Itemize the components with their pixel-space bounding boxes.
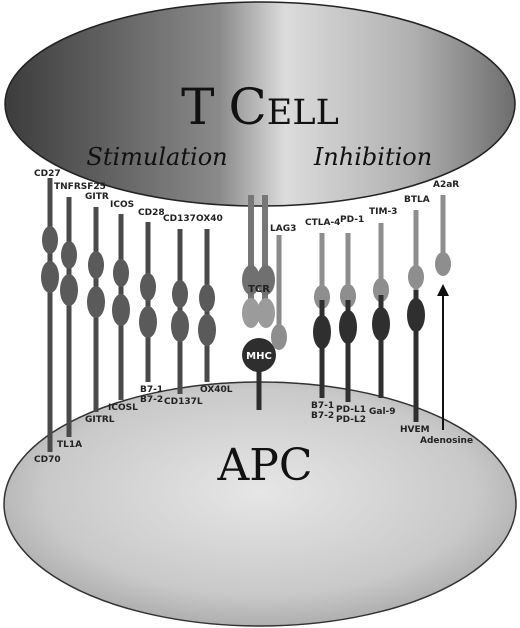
ox40-ligand-bead <box>198 314 216 346</box>
gitr-ligand-bead <box>87 286 105 318</box>
apc-cell <box>3 381 517 627</box>
cd27-ligand-bead <box>41 261 59 293</box>
tl1a-ligand-label: TL1A <box>57 440 82 450</box>
cd28-ligand-bead <box>139 306 157 338</box>
mhc-label: MHC <box>246 351 272 362</box>
tcell <box>4 1 516 207</box>
b7-2-ligand-label: B7-2 <box>140 395 163 405</box>
cd28-receptor-bead <box>140 273 156 301</box>
tcr-upper-bead-right <box>257 265 275 295</box>
btla-receptor-bead <box>408 265 424 289</box>
pd-1-receptor-bead <box>340 284 356 308</box>
btla-ligand-bead <box>407 298 425 332</box>
gal-9-ligand-label: Gal-9 <box>369 407 396 417</box>
ox40l-ligand-label: OX40L <box>200 385 233 395</box>
ctla-4-receptor-bead <box>314 285 330 309</box>
gitrl-ligand-label: GITRL <box>85 415 115 425</box>
cd70-ligand-label: CD70 <box>34 455 61 465</box>
tcr-mhc-complex: TCR MHC LAG3 <box>242 195 296 410</box>
pd-1-receptor-label: PD-1 <box>340 215 364 225</box>
tnfrsf25-ligand-bead <box>60 274 78 306</box>
hvem-ligand-label: HVEM <box>400 425 430 435</box>
cd27-receptor-label: CD27 <box>34 169 61 179</box>
inhibition-label: Inhibition <box>313 143 432 171</box>
icosl-ligand-label: ICOSL <box>108 403 138 413</box>
tim-3-receptor-label: TIM-3 <box>369 207 397 217</box>
tim-3-receptor-bead <box>373 278 389 302</box>
cd137-ligand-bead <box>171 310 189 342</box>
cd28-receptor-label: CD28 <box>138 208 165 218</box>
b7-2-ligand-label: B7-2 <box>311 411 334 421</box>
adenosine-ligand-label: Adenosine <box>420 436 473 446</box>
tcr-label: TCR <box>248 284 270 295</box>
gitr-receptor-label: GITR <box>85 192 109 202</box>
tcr-lower-bead-right <box>257 298 275 328</box>
lag3-label: LAG3 <box>270 224 296 234</box>
icos-receptor-label: ICOS <box>110 200 134 210</box>
a2ar-receptor-bead <box>435 252 451 276</box>
gitr-receptor-bead <box>88 251 104 279</box>
tnfrsf25-receptor-bead <box>61 241 77 269</box>
cd137-receptor-label: CD137 <box>163 214 196 224</box>
cd27-receptor-bead <box>42 226 58 254</box>
tcell-title: T Cell <box>181 78 339 136</box>
tim-3-ligand-bead <box>372 307 390 341</box>
b7-1-ligand-label: B7-1 <box>311 401 334 411</box>
pd-l1-ligand-label: PD-L1 <box>336 405 366 415</box>
tcr-upper-bead-left <box>242 265 260 295</box>
pd-l2-ligand-label: PD-L2 <box>336 415 366 425</box>
cd137l-ligand-label: CD137L <box>164 397 203 407</box>
pd-1-ligand-bead <box>339 310 357 344</box>
a2ar-receptor-label: A2aR <box>433 180 459 190</box>
tcr-lower-bead-left <box>242 298 260 328</box>
stimulation-label: Stimulation <box>86 143 227 171</box>
icos-ligand-bead <box>112 294 130 326</box>
icos-receptor-bead <box>113 259 129 287</box>
lag3-bead <box>271 324 287 350</box>
tcell-title-t: T <box>181 78 214 136</box>
apc-title: APC <box>216 440 312 491</box>
ctla-4-ligand-bead <box>313 315 331 349</box>
ox40-receptor-bead <box>199 284 215 312</box>
tnfrsf25-receptor-label: TNFRSF25 <box>54 182 106 192</box>
tcell-title-cell: Cell <box>229 78 339 136</box>
b7-1-ligand-label: B7-1 <box>140 385 163 395</box>
ctla-4-receptor-label: CTLA-4 <box>305 218 340 228</box>
mhc-molecule <box>242 338 276 372</box>
ox40-receptor-label: OX40 <box>196 214 223 224</box>
cd137-receptor-bead <box>172 280 188 308</box>
btla-receptor-label: BTLA <box>404 195 430 205</box>
